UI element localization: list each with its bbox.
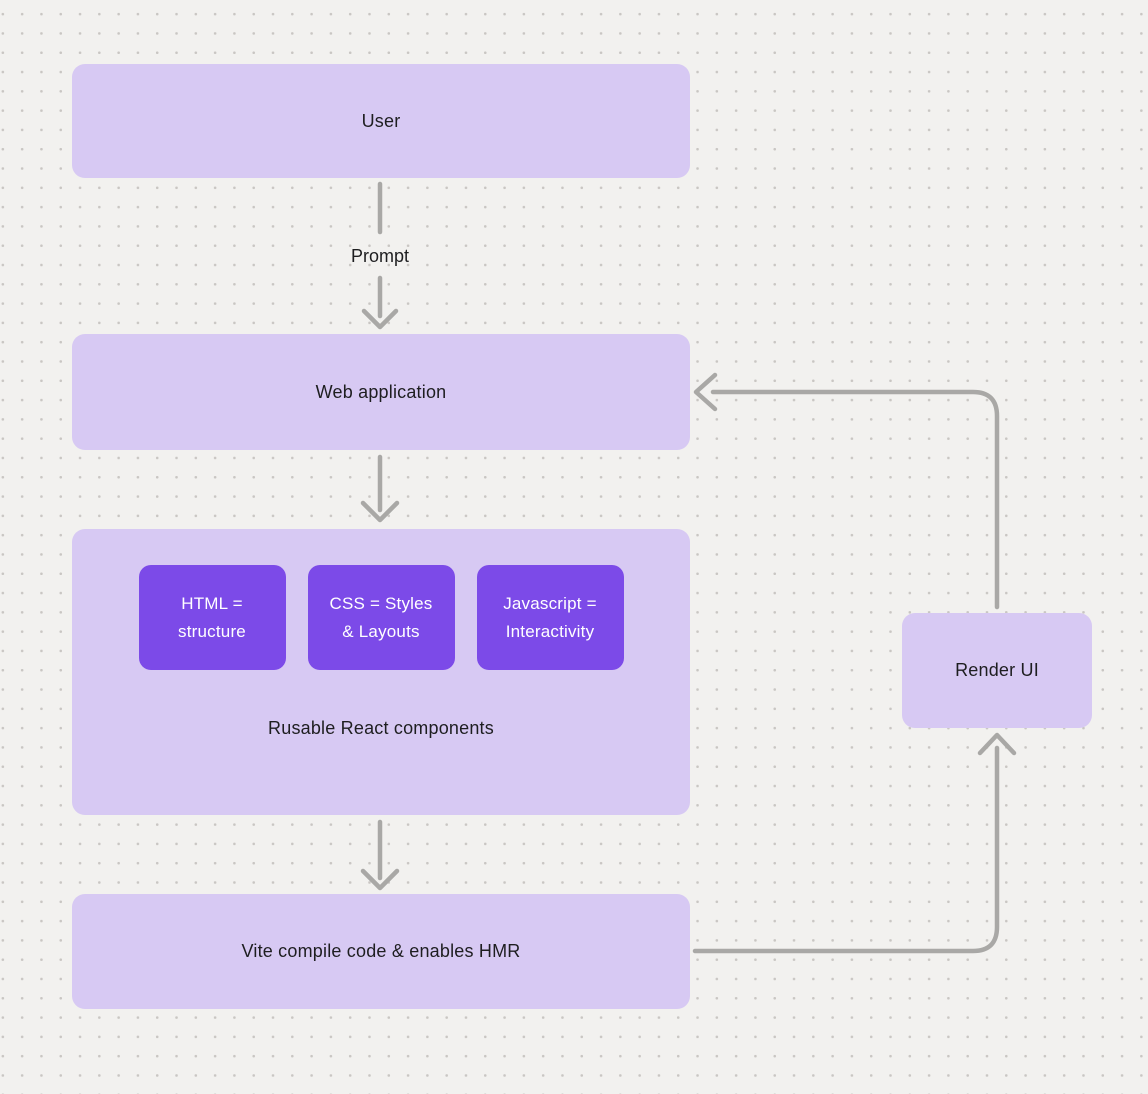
node-web-application-label: Web application	[315, 381, 447, 402]
arrowhead-down-icon	[360, 500, 400, 523]
edge-segment	[692, 745, 1000, 954]
edge-user-to-webapp[interactable]	[361, 181, 399, 330]
node-javascript-label: Javascript = Interactivity	[503, 594, 597, 641]
edge-label-prompt: Prompt	[350, 246, 410, 266]
arrowhead-down-icon	[361, 308, 399, 330]
node-css-label: CSS = Styles & Layouts	[329, 594, 433, 641]
arrowhead-left-icon	[693, 372, 718, 412]
node-components-group[interactable]: HTML = structure CSS = Styles & Layouts …	[72, 529, 690, 815]
arrowhead-down-icon	[360, 868, 400, 891]
components-row: HTML = structure CSS = Styles & Layouts …	[138, 565, 624, 670]
edge-segment	[710, 389, 1000, 610]
node-javascript[interactable]: Javascript = Interactivity	[476, 565, 624, 670]
node-css[interactable]: CSS = Styles & Layouts	[307, 565, 455, 670]
node-components-group-label: Rusable React components	[268, 718, 494, 738]
arrowhead-up-icon	[977, 732, 1017, 756]
edge-vite-to-renderui[interactable]	[692, 732, 1017, 954]
node-vite[interactable]: Vite compile code & enables HMR	[72, 894, 690, 1009]
node-vite-label: Vite compile code & enables HMR	[241, 941, 521, 961]
node-html-label: HTML = structure	[178, 594, 246, 641]
node-user-label: User	[361, 110, 401, 131]
node-user[interactable]: User	[72, 64, 690, 178]
node-web-application[interactable]: Web application	[72, 334, 690, 450]
edge-renderui-to-webapp[interactable]	[693, 372, 1000, 610]
node-render-ui[interactable]: Render UI	[902, 613, 1092, 728]
edge-webapp-to-components[interactable]	[360, 454, 400, 523]
node-render-ui-label: Render UI	[955, 660, 1039, 680]
edge-components-to-vite[interactable]	[360, 819, 400, 891]
node-html[interactable]: HTML = structure	[138, 565, 286, 670]
